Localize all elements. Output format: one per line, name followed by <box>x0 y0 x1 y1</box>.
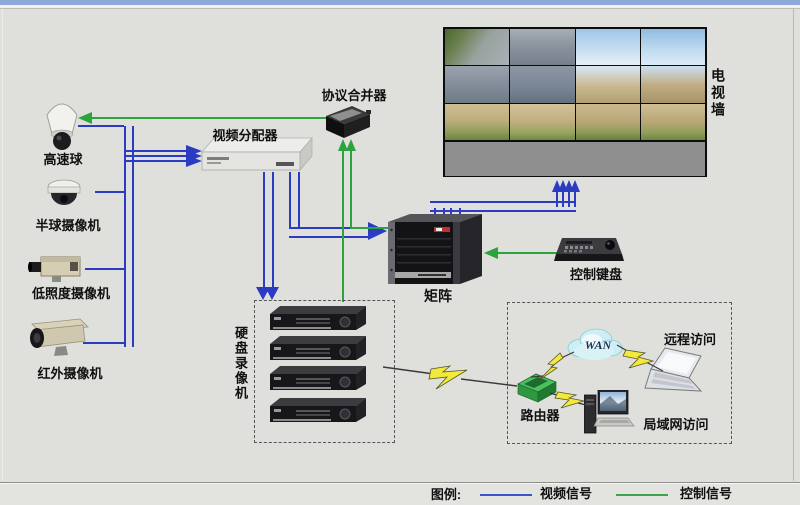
label-dvr: 硬盘录像机 <box>233 326 248 401</box>
video-line-speed-dome <box>78 125 124 127</box>
frame-highlight <box>0 5 800 8</box>
ir-camera-icon <box>30 318 89 356</box>
control-arrow-into-merger-1 <box>338 139 348 151</box>
frame-top-line <box>0 8 800 9</box>
dvr-stack-icon <box>270 306 366 422</box>
label-speed-dome: 高速球 <box>43 152 83 167</box>
box-camera-icon <box>28 256 81 282</box>
video-line-wall-4 <box>574 192 576 207</box>
network-group-box <box>507 302 732 444</box>
video-distributor-icon <box>201 136 313 172</box>
video-line-wall-2 <box>562 192 564 207</box>
video-line-low-light <box>85 268 124 270</box>
label-video-distributor: 视频分配器 <box>212 128 278 143</box>
legend-title: 图例: <box>430 487 462 502</box>
video-line-camera-bus <box>124 126 134 347</box>
tv-wall-screen <box>445 66 510 103</box>
control-line-keyboard-to-matrix <box>498 252 560 254</box>
protocol-merger-icon <box>326 106 371 138</box>
tv-wall-screen <box>510 66 575 103</box>
label-tv-wall: 电视墙 <box>710 68 726 119</box>
control-arrow-into-speed-dome <box>78 112 92 124</box>
video-arrow-into-wall-1 <box>552 180 562 192</box>
tv-wall-screen <box>445 29 510 66</box>
video-line-feed-2 <box>126 155 186 157</box>
control-line-matrix-to-merger <box>350 150 352 228</box>
lightning-bolt-icon <box>428 365 468 390</box>
tv-wall-screen <box>445 103 510 140</box>
video-arrow-into-matrix <box>368 222 387 240</box>
tv-wall-grid <box>445 29 705 140</box>
label-router: 路由器 <box>520 408 560 423</box>
legend-video-line-swatch <box>480 494 532 496</box>
speed-dome-camera-icon <box>46 103 78 150</box>
label-dome-camera: 半球摄像机 <box>35 218 101 233</box>
label-wan: WAN <box>584 338 612 352</box>
control-arrow-into-merger-2 <box>346 139 356 151</box>
frame-left-line <box>2 9 3 481</box>
matrix-icon <box>388 214 482 284</box>
tv-wall-screen <box>510 103 575 140</box>
video-arrow-into-dvr-2 <box>265 287 279 300</box>
router-icon <box>514 373 558 403</box>
tv-wall-screen <box>510 29 575 66</box>
tv-wall <box>443 27 707 177</box>
label-protocol-merger: 协议合并器 <box>321 88 387 103</box>
tv-wall-screen <box>640 66 705 103</box>
frame-right-line <box>793 9 794 481</box>
video-line-feed-3 <box>126 160 186 162</box>
wan-cloud-icon <box>567 328 623 360</box>
laptop-icon <box>644 347 703 392</box>
video-arrow-into-wall-4 <box>570 180 580 192</box>
video-line-wall-1 <box>556 192 558 207</box>
video-line-to-dvr <box>263 172 274 288</box>
video-line-ir-camera <box>83 342 124 344</box>
video-arrow-into-wall-3 <box>564 180 574 192</box>
title-bar-edge <box>0 0 800 5</box>
label-matrix: 矩阵 <box>424 288 452 304</box>
label-remote-access: 远程访问 <box>663 332 716 347</box>
video-line-to-matrix-v <box>289 172 300 229</box>
control-arrow-into-matrix <box>484 247 498 259</box>
legend-bar: 图例: <box>0 482 800 505</box>
tv-wall-screen <box>640 103 705 140</box>
control-line-merger-branch <box>350 227 388 229</box>
video-line-dome-camera <box>95 191 124 193</box>
legend-control-line-swatch <box>616 494 668 496</box>
video-line-wall-3 <box>568 192 570 207</box>
label-lan-access: 局域网访问 <box>643 417 709 432</box>
label-control-keyboard: 控制键盘 <box>569 267 622 282</box>
video-line-to-matrix-h <box>289 227 369 238</box>
lan-pc-icon <box>584 390 635 434</box>
label-low-light-camera: 低照度摄像机 <box>31 286 110 301</box>
legend-control-label: 控制信号 <box>679 486 732 501</box>
label-ir-camera: 红外摄像机 <box>37 366 103 381</box>
tv-wall-base <box>445 141 705 176</box>
tv-wall-screen <box>640 29 705 66</box>
video-line-feed-1 <box>126 150 186 152</box>
tv-wall-screen <box>575 29 640 66</box>
video-arrow-into-distributor-3 <box>186 155 202 167</box>
tv-wall-screen <box>575 66 640 103</box>
legend-video-label: 视频信号 <box>539 486 592 501</box>
video-arrow-into-wall-2 <box>558 180 568 192</box>
control-line-to-dvr <box>342 150 344 302</box>
control-keyboard-icon <box>554 238 624 261</box>
control-line-merger-to-camera <box>92 117 328 119</box>
dome-camera-icon <box>47 179 81 205</box>
tv-wall-screen <box>575 103 640 140</box>
video-line-matrix-to-wall <box>430 201 576 212</box>
